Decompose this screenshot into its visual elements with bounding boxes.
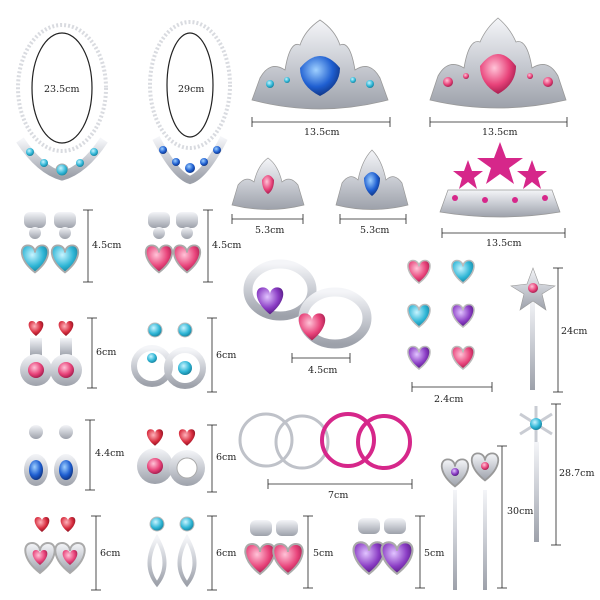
necklace-right [148,20,232,185]
label-wand-tall: 24cm [561,326,588,337]
label-bangles: 7cm [328,490,349,501]
tiara-small-blue [335,149,409,210]
label-tiara-pink-star: 13.5cm [486,238,522,249]
label-rings: 2.4cm [434,394,464,405]
label-clip-pink-bottom: 5cm [313,548,334,559]
label-earring-ring: 6cm [216,452,237,463]
label-tiara-large-right: 13.5cm [482,127,518,138]
clip-earrings-pink-bottom [244,520,304,576]
rings [407,259,475,370]
heart-bracelets [243,259,372,349]
label-earring-teal: 6cm [216,350,237,361]
label-tiara-large-left: 13.5cm [304,127,340,138]
tiara-blue-large [251,19,389,110]
clip-earrings-pink [144,212,202,274]
tiara-small-pink [231,157,305,210]
earrings-teardrop [147,516,197,588]
label-earring-heart-bottom: 6cm [100,548,121,559]
label-wand-snowflake: 28.7cm [559,468,595,479]
wands-heart-pair [440,452,500,590]
bangles [238,412,412,470]
tiara-pink-stars [439,142,561,218]
clip-earrings-blue [20,212,80,274]
label-tiara-small-mid: 5.3cm [360,225,390,236]
earrings-teal-hoop [131,322,206,389]
label-earring-teardrop: 6cm [216,548,237,559]
label-clip-purple-bottom: 5cm [424,548,445,559]
earrings-ring-drop [137,429,205,486]
label-bracelets: 4.5cm [308,365,338,376]
label-clip-earring-pink: 4.5cm [212,240,242,251]
clip-earrings-purple-bottom [352,518,414,575]
earrings-heart-bottom [24,517,86,575]
label-tiara-small-left: 5.3cm [255,225,285,236]
label-necklace-left: 23.5cm [44,84,80,95]
label-clip-earring-blue: 4.5cm [92,240,122,251]
necklace-left [16,23,108,181]
label-earring-red: 6cm [96,347,117,358]
tiara-pink-large [429,17,567,109]
wand-pink-star [510,267,556,390]
wand-snowflake [519,406,553,542]
label-necklace-right: 29cm [178,84,205,95]
label-earring-blue: 4.4cm [95,448,125,459]
label-wands-pair: 30cm [507,506,534,517]
earrings-red-heart [20,321,82,386]
earrings-blue-oval [24,425,78,486]
